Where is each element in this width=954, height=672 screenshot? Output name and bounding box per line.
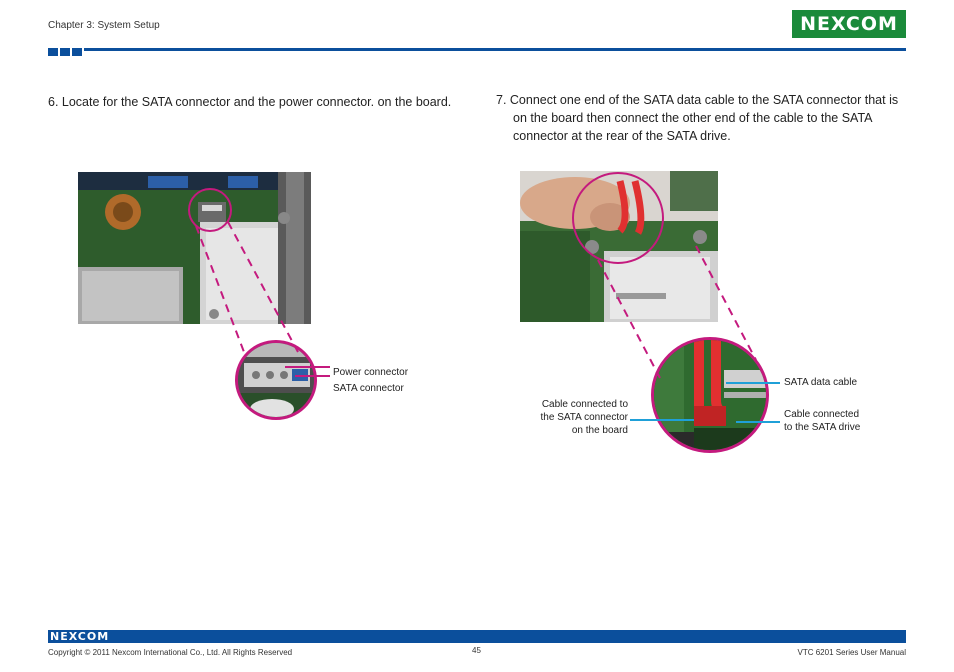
step-6-text: 6. Locate for the SATA connector and the… xyxy=(48,95,452,109)
footer-bar xyxy=(48,630,906,643)
header-squares xyxy=(48,48,82,56)
nexcom-logo: NEXCOM xyxy=(792,10,906,38)
cable-highlight-ring xyxy=(572,172,664,264)
cable-drive-label: Cable connected to the SATA drive xyxy=(784,408,860,434)
manual-title: VTC 6201 Series User Manual xyxy=(797,648,907,657)
connector-highlight-ring xyxy=(188,188,232,232)
sata-connector-label: SATA connector xyxy=(333,383,404,394)
cable-drive-label-line1: Cable connected xyxy=(784,409,860,420)
cable-board-label-line3: on the board xyxy=(571,425,628,436)
cable-zoom-circle xyxy=(651,337,769,453)
page-number: 45 xyxy=(472,646,481,655)
cable-drive-label-line2: to the SATA drive xyxy=(784,422,861,433)
power-connector-label: Power connector xyxy=(333,367,409,378)
copyright-text: Copyright © 2011 Nexcom International Co… xyxy=(48,648,293,657)
cable-board-label: Cable connected to the SATA connector on… xyxy=(520,398,628,437)
cable-board-label-line2: the SATA connector xyxy=(540,412,628,423)
sata-data-cable-label: SATA data cable xyxy=(784,377,858,388)
chapter-title: Chapter 3: System Setup xyxy=(48,20,160,31)
step-7-text: 7. Connect one end of the SATA data cabl… xyxy=(496,93,899,143)
header-rule xyxy=(84,48,906,51)
footer-logo: NEXCOM xyxy=(50,630,110,643)
cable-photo xyxy=(520,171,718,322)
board-photo xyxy=(78,172,311,324)
cable-board-label-line1: Cable connected to xyxy=(541,399,628,410)
